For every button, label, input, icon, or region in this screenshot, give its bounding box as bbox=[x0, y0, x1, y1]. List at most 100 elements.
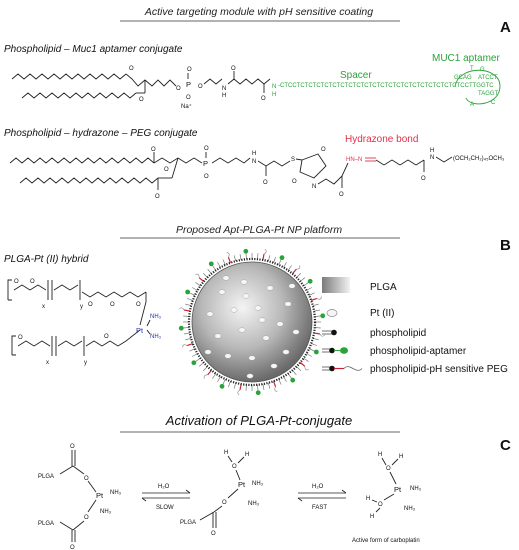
np-lipid-stalk bbox=[217, 376, 221, 382]
np-lipid-stalk bbox=[299, 362, 306, 367]
np-lipid-stalk bbox=[183, 332, 191, 335]
equilibrium-arrow-slow: H₂O SLOW bbox=[141, 484, 191, 511]
np-lipid-stalk bbox=[185, 337, 192, 341]
linker-2c bbox=[317, 162, 349, 185]
np-peg-tail bbox=[319, 333, 326, 337]
svg-text:O: O bbox=[110, 302, 115, 308]
sodium-ion: Na⁺ bbox=[181, 103, 192, 110]
aptamer-loop-1: GCAG bbox=[454, 75, 472, 81]
np-peg-tail bbox=[195, 273, 200, 278]
lipid-tail-2a bbox=[9, 157, 155, 164]
np-peg-tail bbox=[226, 252, 230, 258]
hybrid-label: PLGA-Pt (II) hybrid bbox=[4, 254, 89, 265]
panel-c-letter: C bbox=[500, 437, 511, 454]
amide-h-2: H bbox=[252, 151, 256, 157]
np-lipid-stalk bbox=[195, 282, 201, 287]
np-lipid-stalk bbox=[267, 382, 271, 389]
np-lipid-stalk bbox=[312, 303, 319, 307]
phosphorus-2: P bbox=[203, 159, 208, 168]
aptamer-loop-2: ATCCT bbox=[478, 75, 498, 81]
nanoparticle bbox=[178, 248, 326, 396]
np-pt-particle bbox=[288, 283, 296, 289]
linker-1b bbox=[227, 78, 271, 85]
svg-text:H₂O: H₂O bbox=[158, 484, 170, 490]
amide-n-3: N bbox=[430, 155, 434, 161]
np-pt-particle bbox=[248, 355, 256, 361]
np-aptamer-head bbox=[307, 278, 313, 284]
np-lipid-stalk bbox=[198, 277, 205, 282]
phosphate-o-top: O bbox=[187, 67, 192, 73]
svg-text:O: O bbox=[84, 515, 89, 521]
np-aptamer-head bbox=[243, 248, 249, 254]
np-pt-particle bbox=[284, 301, 292, 307]
np-lipid-stalk bbox=[292, 268, 297, 275]
lipid-tail-1b bbox=[21, 92, 137, 99]
np-peg-tail bbox=[178, 307, 185, 311]
linker-2d bbox=[375, 159, 425, 166]
svg-text:FAST: FAST bbox=[312, 505, 327, 511]
maleimide-n: N bbox=[312, 184, 316, 190]
carboplatin-structure-1: O PLGA O Pt NH₃ NH₃ O PLGA O bbox=[38, 444, 122, 550]
svg-text:Pt: Pt bbox=[96, 491, 104, 500]
svg-text:NH₃: NH₃ bbox=[404, 506, 416, 512]
spacer-h: H bbox=[272, 92, 276, 98]
svg-text:Pt: Pt bbox=[394, 485, 402, 494]
np-pt-particle bbox=[230, 307, 238, 313]
legend-phospholipid-text: phospholipid bbox=[370, 328, 426, 339]
panel-a-letter: A bbox=[500, 19, 511, 36]
np-peg-tail bbox=[316, 296, 322, 300]
np-pt-particle bbox=[224, 353, 232, 359]
np-lipid-stalk bbox=[308, 348, 315, 352]
np-lipid-stalk bbox=[283, 262, 287, 268]
aptamer-loop-t: T bbox=[470, 66, 474, 72]
svg-text:O: O bbox=[104, 334, 109, 340]
legend-pt-text: Pt (II) bbox=[370, 308, 394, 319]
svg-text:H: H bbox=[245, 452, 249, 458]
legend-peg-text: phospholipid-pH sensitive PEG bbox=[370, 364, 508, 375]
svg-text:NH₃: NH₃ bbox=[252, 481, 264, 487]
svg-text:H₂O: H₂O bbox=[312, 484, 324, 490]
np-aptamer-head bbox=[178, 325, 184, 331]
ester-o-1: O bbox=[129, 66, 134, 72]
svg-text:NH₃: NH₃ bbox=[410, 486, 422, 492]
np-lipid-stalk bbox=[262, 383, 265, 391]
np-lipid-stalk bbox=[212, 373, 217, 379]
aptamer-label: MUC1 aptamer bbox=[432, 53, 500, 64]
conjugate-2-label: Phospholipid – hydrazone – PEG conjugate bbox=[4, 128, 198, 139]
phosphate-o-bot: O bbox=[186, 95, 191, 101]
panel-b: Proposed Apt-PLGA-Pt NP platform B PLGA-… bbox=[4, 224, 511, 396]
panel-c-header: Activation of PLGA-Pt-conjugate bbox=[165, 413, 352, 428]
phosphorus-1: P bbox=[186, 80, 191, 89]
np-aptamer-head bbox=[208, 261, 214, 267]
svg-text:O: O bbox=[70, 545, 75, 550]
maleimide-o-1: O bbox=[321, 147, 326, 153]
np-lipid-stalk bbox=[245, 253, 247, 260]
spacer-n: N bbox=[272, 84, 276, 90]
amide-h-1: H bbox=[222, 93, 226, 99]
np-lipid-stalk bbox=[310, 297, 318, 302]
panel-a: Active targeting module with pH sensitiv… bbox=[4, 6, 511, 200]
svg-text:O: O bbox=[14, 279, 19, 285]
svg-text:Pt: Pt bbox=[238, 480, 246, 489]
np-lipid-stalk bbox=[306, 353, 312, 357]
spacer-label: Spacer bbox=[340, 70, 372, 81]
np-aptamer-head bbox=[279, 255, 285, 261]
np-aptamer-head bbox=[255, 390, 261, 396]
np-lipid-stalk bbox=[303, 357, 309, 362]
np-aptamer-head bbox=[219, 383, 225, 389]
linker-2e bbox=[435, 156, 453, 163]
np-corona bbox=[178, 248, 326, 396]
amide-n-1: N bbox=[222, 86, 226, 92]
lipid-tail-2b bbox=[19, 177, 159, 184]
np-peg-tail bbox=[274, 386, 278, 392]
np-lipid-stalk bbox=[192, 287, 198, 291]
np-lipid-stalk bbox=[207, 369, 212, 376]
np-shell bbox=[187, 257, 317, 387]
carbonyl-o-6: O bbox=[339, 192, 344, 198]
glycerol-2-drop bbox=[171, 157, 179, 179]
svg-text:NH₃: NH₃ bbox=[110, 490, 122, 496]
np-pt-particle bbox=[262, 335, 270, 341]
np-pt-particle bbox=[254, 305, 262, 311]
svg-text:x: x bbox=[42, 304, 45, 310]
